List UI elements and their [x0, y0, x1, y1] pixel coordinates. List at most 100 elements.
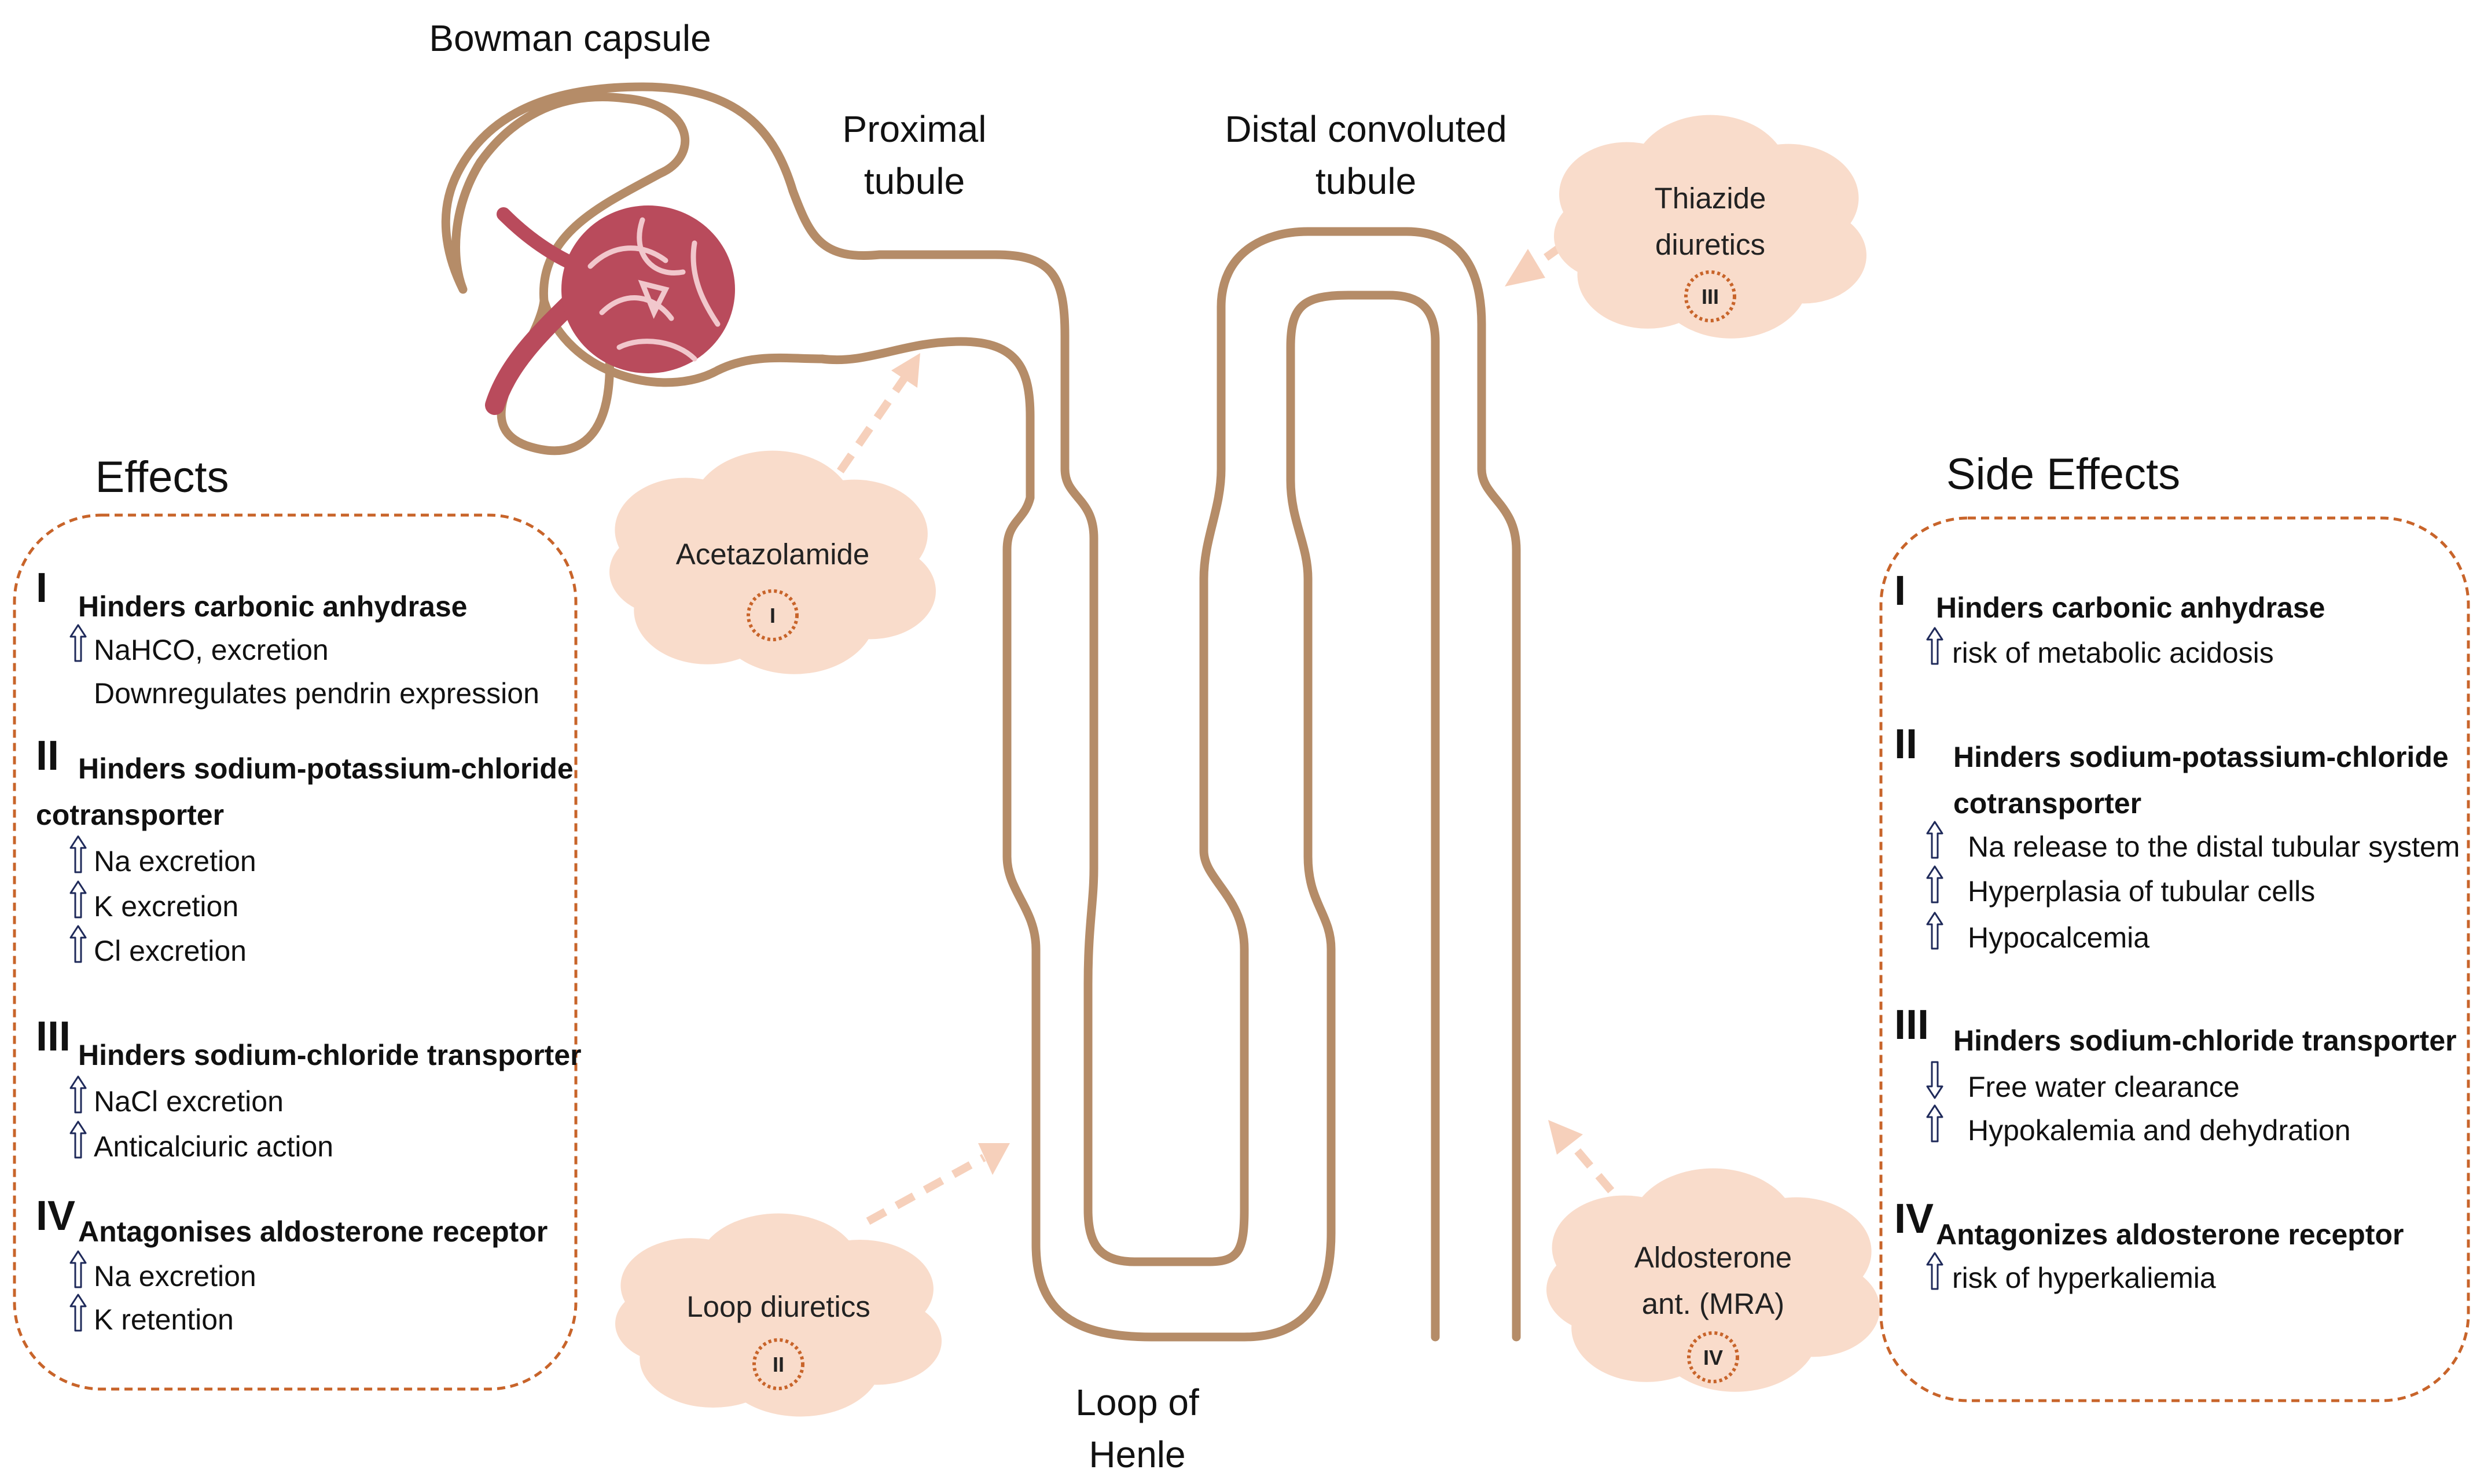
- effects-title: Effects: [95, 453, 229, 502]
- roman-marker-circle: [747, 589, 799, 641]
- arrow-up-icon: [69, 835, 87, 873]
- drug-name-thiazide: Thiazide: [1655, 182, 1766, 215]
- effects-item: K excretion: [94, 890, 238, 923]
- side-roman-III: III: [1894, 1002, 1929, 1048]
- drug-name-loop-diuretics: Loop diuretics: [686, 1290, 870, 1323]
- side-heading: cotransporter: [1953, 787, 2141, 820]
- arrow-up-icon: [69, 880, 87, 919]
- arrow-up-icon: [69, 1075, 87, 1114]
- effects-item: Cl excretion: [94, 935, 247, 967]
- side-group-I: I Hinders carbonic anhydrase risk of metab…: [1894, 568, 2325, 669]
- effects-item: NaHCO, excretion: [94, 634, 329, 666]
- tubule-distal-inner: [1401, 314, 1447, 330]
- pointer-loop: [866, 1154, 986, 1225]
- tubule-outer-wall: [441, 82, 1521, 1342]
- effects-roman-I: I: [36, 565, 47, 611]
- label-distal-line2: tubule: [1316, 160, 1416, 202]
- effects-heading: Hinders sodium-potassium-chloride: [78, 752, 574, 785]
- side-heading: Hinders carbonic anhydrase: [1936, 592, 2325, 624]
- side-item: risk of metabolic acidosis: [1952, 637, 2274, 669]
- drug-name-aldosterone-antagonist: Aldosterone: [1634, 1241, 1792, 1274]
- side-item: Hyperplasia of tubular cells: [1968, 875, 2315, 908]
- side-effects-title: Side Effects: [1946, 450, 2180, 499]
- arrow-up-icon: [1926, 1104, 1943, 1143]
- roman-marker-IV: IV: [1703, 1346, 1723, 1369]
- arrow-up-icon: [1926, 865, 1943, 903]
- side-item: Na release to the distal tubular system: [1968, 831, 2460, 863]
- arrow-up-icon: [69, 624, 87, 662]
- side-group-III: III Hinders sodium-chloride transporterFr…: [1894, 1002, 2457, 1147]
- effects-heading: Hinders carbonic anhydrase: [78, 590, 467, 623]
- arrow-up-icon: [69, 1121, 87, 1159]
- label-loop-line1: Loop of: [1075, 1382, 1199, 1423]
- side-heading: Hinders sodium-chloride transporter: [1953, 1024, 2457, 1057]
- label-loop-line2: Henle: [1089, 1434, 1185, 1475]
- effects-item: Na excretion: [94, 1260, 256, 1292]
- effects-item: K retention: [94, 1303, 234, 1336]
- label-bowman-capsule: Bowman capsule: [429, 17, 711, 59]
- drug-name-acetazolamide: Acetazolamide: [676, 538, 870, 571]
- roman-marker-II: II: [773, 1353, 784, 1376]
- cloud-puff: [680, 1251, 877, 1383]
- effects-roman-II: II: [36, 733, 59, 779]
- effects-roman-IV: IV: [36, 1193, 75, 1239]
- effects-panel-border: [13, 513, 578, 1391]
- effects-heading: Hinders sodium-chloride transporter: [78, 1039, 582, 1071]
- roman-marker-circle: [1687, 1331, 1739, 1383]
- drug-pointer-arrows: [818, 205, 1636, 1225]
- roman-marker-circle: [752, 1338, 804, 1390]
- arrow-up-icon: [1926, 821, 1943, 859]
- cloud-puff: [1616, 156, 1804, 301]
- tubule-loop-inner: [1131, 532, 1169, 1227]
- effects-group-II: II Hinders sodium-potassium-chloride cotra…: [36, 733, 574, 967]
- arrow-up-icon: [1926, 912, 1943, 950]
- side-heading: Antagonizes aldosterone receptor: [1936, 1218, 2404, 1251]
- effects-item: Downregulates pendrin expression: [94, 677, 539, 710]
- arrow-up-icon: [69, 1250, 87, 1288]
- effects-roman-III: III: [36, 1013, 71, 1060]
- side-group-II: II Hinders sodium-potassium-chloride cotra…: [1894, 721, 2460, 954]
- cloud-puff: [1613, 1210, 1813, 1354]
- side-roman-I: I: [1894, 568, 1906, 614]
- arrow-up-icon: [1926, 627, 1943, 665]
- tubule-inner-wall: [817, 291, 1440, 1342]
- effects-item: NaCl excretion: [94, 1085, 284, 1118]
- side-heading: Hinders sodium-potassium-chloride: [1953, 741, 2449, 773]
- effects-heading: cotransporter: [36, 799, 224, 831]
- side-effects-panel: I Hinders carbonic anhydrase risk of metab…: [1894, 568, 2460, 1294]
- side-roman-II: II: [1894, 721, 1917, 767]
- label-distal-line1: Distal convoluted: [1225, 108, 1506, 150]
- side-item: Free water clearance: [1968, 1071, 2240, 1103]
- roman-marker-circle: [1684, 270, 1736, 322]
- arrow-up-icon: [69, 925, 87, 963]
- cloud-puff: [674, 492, 871, 637]
- pointer-acetazolamide: [818, 374, 909, 500]
- capsule-lower-wall: [539, 296, 826, 387]
- effects-item: Anticalciuric action: [94, 1130, 333, 1163]
- side-item: risk of hyperkaliemia: [1952, 1262, 2216, 1294]
- effects-item: Na excretion: [94, 845, 256, 877]
- arrow-up-icon: [1926, 1252, 1943, 1290]
- drug-pointer-heads: [891, 249, 1583, 1175]
- arrow-up-icon: [69, 1294, 87, 1332]
- glomerulus: [485, 205, 735, 415]
- arrow-down-icon: [1926, 1061, 1943, 1099]
- side-item: Hypokalemia and dehydration: [1968, 1114, 2351, 1147]
- roman-marker-I: I: [770, 604, 776, 627]
- label-proximal-line1: Proximal: [843, 108, 987, 150]
- side-roman-IV: IV: [1894, 1196, 1934, 1242]
- label-proximal-line2: tubule: [864, 160, 965, 202]
- nephron-tubule: [441, 82, 1521, 1342]
- side-item: Hypocalcemia: [1968, 921, 2149, 954]
